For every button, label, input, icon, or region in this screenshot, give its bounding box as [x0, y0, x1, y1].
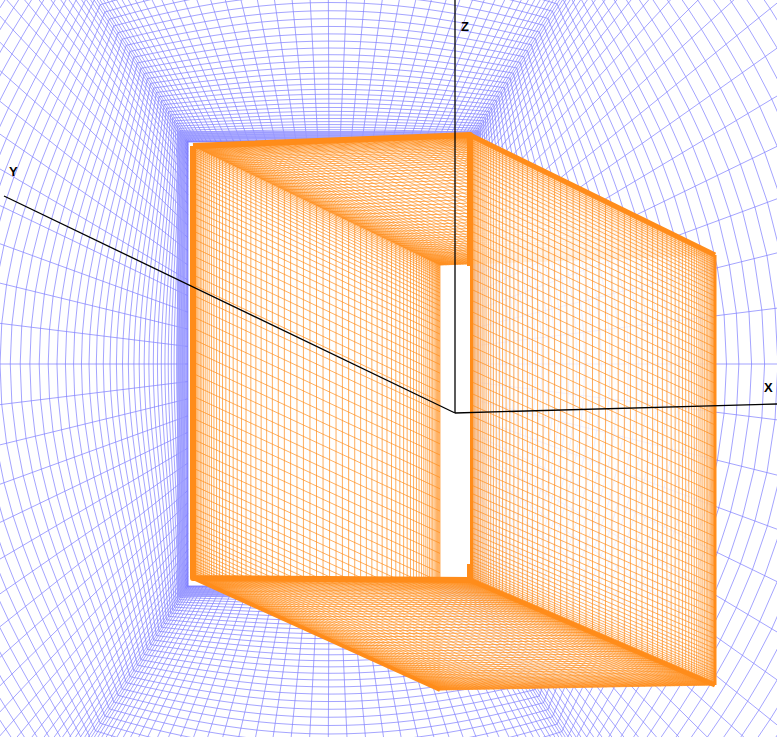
axis-label: Z — [461, 20, 469, 33]
axis-label: Y — [9, 165, 18, 178]
coordinate-axes — [4, 0, 777, 413]
axis-label: X — [764, 381, 773, 394]
